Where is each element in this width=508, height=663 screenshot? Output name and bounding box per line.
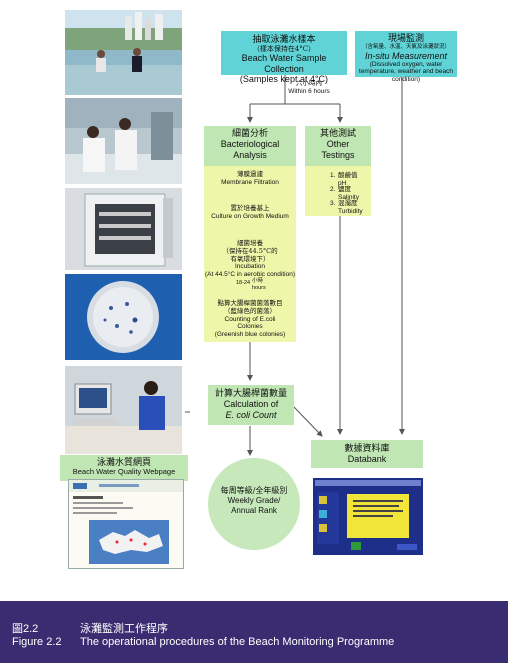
insitu-measurement-box: 現場監測 （含氧量、水溫、天氣及泳灘狀況） In-situ Measuremen… bbox=[355, 31, 457, 77]
membrane-en: Membrane Filtration bbox=[204, 179, 296, 187]
hours-num: 18-24 bbox=[236, 280, 250, 286]
databank-zh: 數據資料庫 bbox=[311, 444, 423, 454]
counting-en-sub: (Greenish blue colonies) bbox=[204, 331, 296, 339]
within-6-hours: 六小時內 Within 6 hours bbox=[286, 80, 332, 96]
test2-num: 2. bbox=[330, 186, 335, 193]
insitu-en: In-situ Measurement bbox=[355, 51, 457, 61]
databank-en: Databank bbox=[311, 454, 423, 464]
caption-fig-en: Figure 2.2 bbox=[12, 636, 62, 648]
databank-box: 數據資料庫 Databank bbox=[311, 440, 423, 468]
other-en2: Testings bbox=[305, 150, 371, 160]
other-test-2-num: 2. bbox=[330, 186, 338, 194]
bacterio-en2: Analysis bbox=[204, 150, 296, 160]
insitu-en-sub: (Dissolved oxygen, water temperature, we… bbox=[355, 61, 457, 83]
calc-zh: 計算大腸桿菌數量 bbox=[208, 389, 294, 399]
test3-zh: 混濁度 bbox=[338, 200, 372, 208]
other-testings-box: 其他測試 Other Testings bbox=[305, 126, 371, 166]
insitu-zh-sub: （含氧量、水溫、天氣及泳灘狀況） bbox=[355, 44, 457, 50]
caption-fig-zh: 圖2.2 bbox=[12, 620, 38, 636]
other-test-3: 混濁度 Turbidity bbox=[338, 200, 372, 216]
weekly-grade-circle: 每周等級/全年級別 Weekly Grade/ Annual Rank bbox=[208, 458, 300, 550]
incubation-en-sub: (At 44.5°C in aerobic condition) bbox=[204, 271, 296, 279]
other-test-1-num: 1. bbox=[330, 172, 338, 180]
step-counting: 點算大腸桿菌菌落數目 （藍綠色的菌落） Counting of E.coli C… bbox=[204, 300, 296, 339]
figure-caption: 圖2.2 泳灘監測工作程序 Figure 2.2 The operational… bbox=[0, 601, 508, 663]
step-culture: 置於培養基上 Culture on Growth Medium bbox=[204, 205, 296, 221]
insitu-zh: 現場監測 bbox=[355, 34, 457, 44]
bacterio-zh: 細菌分析 bbox=[204, 129, 296, 139]
calc-en2: E. coli Count bbox=[208, 410, 294, 420]
within-en: Within 6 hours bbox=[288, 88, 330, 95]
bacteriological-analysis-box: 細菌分析 Bacteriological Analysis bbox=[204, 126, 296, 166]
sample-collection-en: Beach Water Sample Collection bbox=[221, 53, 347, 74]
hours-label-right: 小時 hours bbox=[252, 278, 278, 291]
within-zh: 六小時內 bbox=[286, 80, 332, 88]
webpage-label-box: 泳灘水質網頁 Beach Water Quality Webpage bbox=[60, 455, 188, 481]
caption-title-en: The operational procedures of the Beach … bbox=[80, 636, 394, 648]
incubation-zh-sub2: 有氧環境下） bbox=[204, 256, 296, 264]
test1-zh: 酸鹼值 bbox=[338, 172, 372, 180]
test2-zh: 鹽度 bbox=[338, 186, 372, 194]
other-en1: Other bbox=[305, 139, 371, 149]
counting-en2: Colonies bbox=[204, 323, 296, 331]
membrane-zh: 薄膜過濾 bbox=[204, 171, 296, 179]
databank-screenshot bbox=[313, 478, 423, 555]
sample-collection-zh-sub: （樣本保持在4°C） bbox=[221, 45, 347, 53]
sample-collection-zh: 抽取泳灘水樣本 bbox=[221, 35, 347, 45]
counting-zh-sub: （藍綠色的菌落） bbox=[204, 308, 296, 316]
webpage-en: Beach Water Quality Webpage bbox=[60, 468, 188, 477]
calculation-box: 計算大腸桿菌數量 Calculation of E. coli Count bbox=[208, 385, 294, 425]
hours-zh: 小時 bbox=[252, 278, 278, 285]
test1-num: 1. bbox=[330, 172, 335, 179]
caption-title-zh: 泳灘監測工作程序 bbox=[80, 620, 168, 636]
step-membrane: 薄膜過濾 Membrane Filtration bbox=[204, 171, 296, 187]
sample-collection-box: 抽取泳灘水樣本 （樣本保持在4°C） Beach Water Sample Co… bbox=[221, 31, 347, 75]
counting-en1: Counting of E.coli bbox=[204, 316, 296, 324]
culture-en: Culture on Growth Medium bbox=[204, 213, 296, 221]
other-zh: 其他測試 bbox=[305, 129, 371, 139]
step-incubation: 細菌培養 （保持在44.5°C的 有氧環境下） Incubation (At 4… bbox=[204, 240, 296, 279]
test3-en: Turbidity bbox=[338, 208, 372, 216]
hours-en: hours bbox=[252, 285, 278, 292]
other-test-3-num: 3. bbox=[330, 200, 338, 208]
grade-en1: Weekly Grade/ bbox=[208, 496, 300, 506]
bacterio-en1: Bacteriological bbox=[204, 139, 296, 149]
calc-en1: Calculation of bbox=[208, 399, 294, 409]
grade-zh: 每周等級/全年級別 bbox=[208, 486, 300, 496]
culture-zh: 置於培養基上 bbox=[204, 205, 296, 213]
grade-en2: Annual Rank bbox=[208, 506, 300, 516]
test3-num: 3. bbox=[330, 200, 335, 207]
webpage-screenshot bbox=[68, 479, 184, 569]
